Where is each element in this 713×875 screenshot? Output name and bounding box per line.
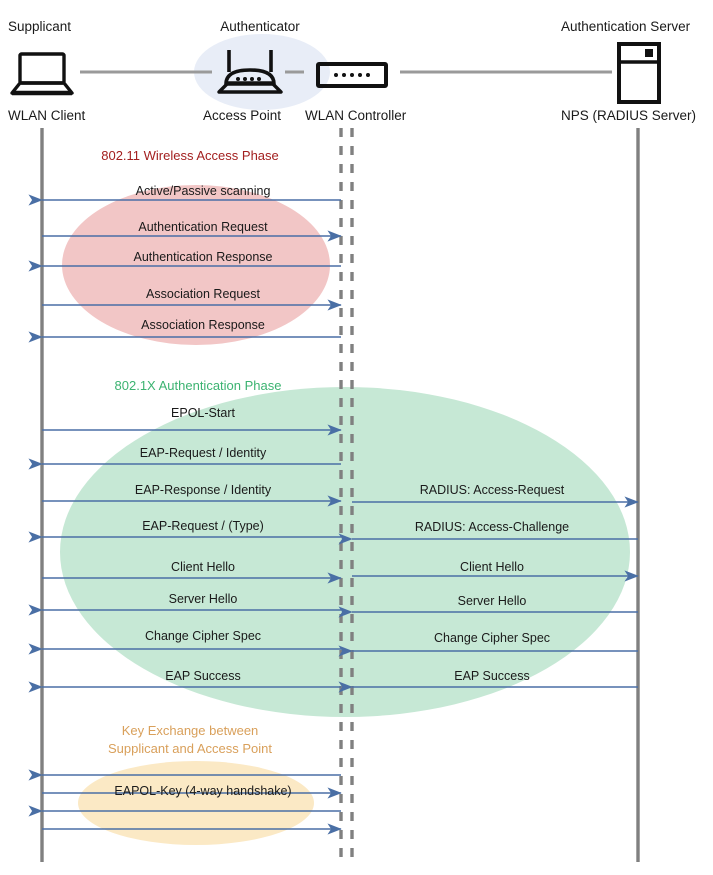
actor-device-wlan-client: WLAN Client <box>8 108 86 123</box>
message-label-m16: Client Hello <box>460 560 524 574</box>
phase-title-dot1x-authentication: 802.1X Authentication Phase <box>114 378 282 393</box>
message-label-m04: Association Request <box>146 287 260 301</box>
laptop-icon <box>10 52 74 96</box>
message-label-m02: Authentication Request <box>138 220 268 234</box>
message-label-m07: EAP-Request / Identity <box>139 446 267 460</box>
actor-role-authentication-server: Authentication Server <box>561 19 691 34</box>
message-label-m14: RADIUS: Access-Request <box>419 483 565 497</box>
actor-device-nps-radius-server: NPS (RADIUS Server) <box>561 108 697 123</box>
message-label-m10: Client Hello <box>171 560 235 574</box>
phase-title-wireless-access: 802.11 Wireless Access Phase <box>101 148 279 163</box>
message-label-m15: RADIUS: Access-Challenge <box>414 520 570 534</box>
message-label-m03: Authentication Response <box>133 250 273 264</box>
message-label-m18: Change Cipher Spec <box>433 631 551 645</box>
phase-title-key-exchange-line1: Key Exchange between <box>121 723 259 738</box>
wlan-controller-icon <box>316 62 388 88</box>
message-arrow-group <box>28 194 639 835</box>
access-point-icon <box>217 50 283 94</box>
message-label-m06: EPOL-Start <box>171 406 235 420</box>
message-label-m05: Association Response <box>141 318 265 332</box>
message-label-m13: EAP Success <box>165 669 241 683</box>
message-label-eapol-key: EAPOL-Key (4-way handshake) <box>114 784 292 798</box>
message-label-m09: EAP-Request / (Type) <box>142 519 264 533</box>
message-label-m12: Change Cipher Spec <box>144 629 262 643</box>
phase-ellipse-key-exchange <box>78 761 314 845</box>
message-label-m08: EAP-Response / Identity <box>134 483 272 497</box>
actor-device-wlan-controller: WLAN Controller <box>305 108 407 123</box>
server-icon <box>617 42 661 104</box>
phase-ellipse-dot1x-authentication <box>60 387 630 717</box>
message-label-m01: Active/Passive scanning <box>135 184 271 198</box>
message-label-m17: Server Hello <box>457 594 527 608</box>
phase-title-key-exchange-line2: Supplicant and Access Point <box>107 741 273 756</box>
message-label-m11: Server Hello <box>168 592 238 606</box>
message-label-m19: EAP Success <box>454 669 530 683</box>
actor-role-authenticator: Authenticator <box>220 19 300 34</box>
phase-title-key-exchange: Key Exchange between Supplicant and Acce… <box>108 722 272 758</box>
actor-device-access-point: Access Point <box>203 108 282 123</box>
actor-role-supplicant: Supplicant <box>8 19 72 34</box>
